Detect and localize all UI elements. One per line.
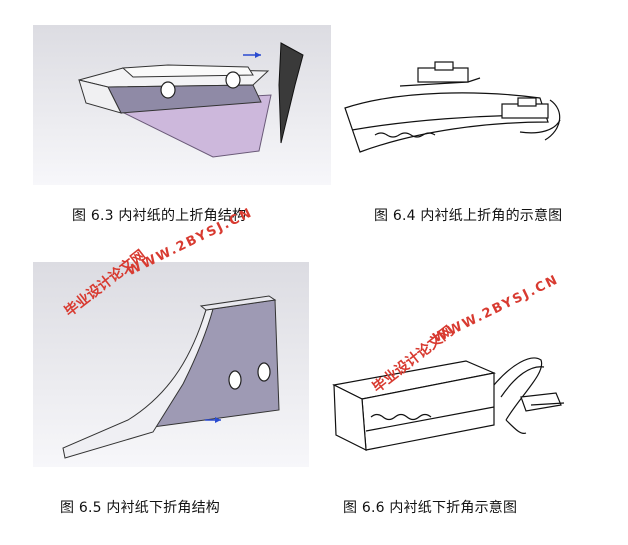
figure-6-5-caption: 图 6.5 内衬纸下折角结构 [60,500,220,516]
figure-6-6-image [316,325,576,455]
figure-6-6-caption: 图 6.6 内衬纸下折角示意图 [343,500,518,516]
figure-6-4-caption: 图 6.4 内衬纸上折角的示意图 [374,208,563,224]
figure-6-3-image [33,25,331,185]
figure-6-3-caption: 图 6.3 内衬纸的上折角结构 [72,208,247,224]
figure-6-4-image [340,60,570,170]
figure-6-5-image [33,262,309,467]
